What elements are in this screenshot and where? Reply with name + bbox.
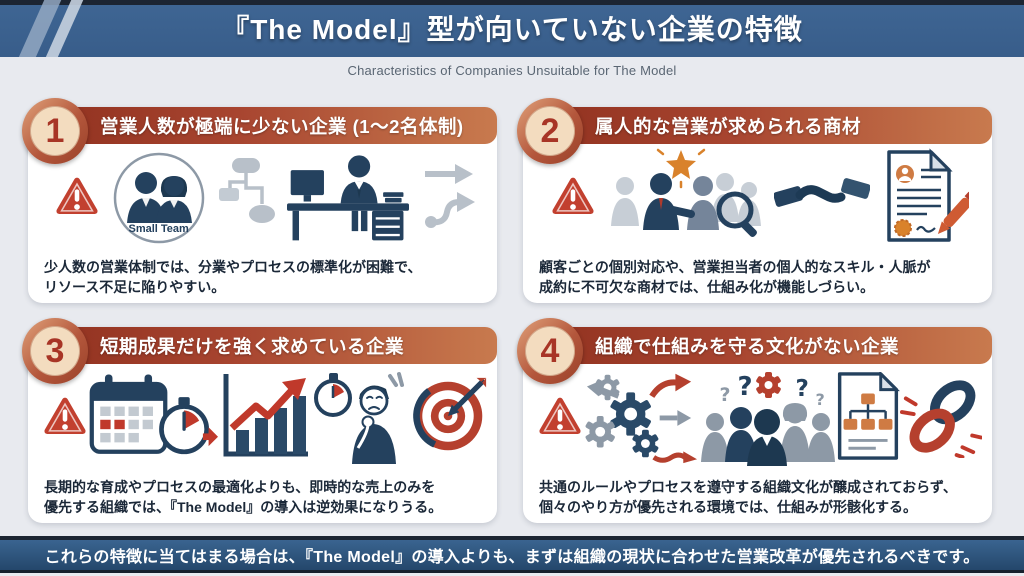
flowchart-icon [217,154,276,243]
footer-banner: これらの特徴に当てはまる場合は、『The Model』の導入よりも、まずは組織の… [0,536,1024,573]
contract-icon [883,147,977,249]
desc-line: 長期的な育成やプロセスの最適化よりも、即時的な売上のみを [44,479,436,495]
desc-line: 個々のやり方が優先される環境では、仕組みが形骸化する。 [539,499,917,516]
warning-icon [550,175,596,222]
growth-chart-icon [218,370,310,467]
footer-top-line [0,536,1024,540]
broken-chain-icon [899,374,983,463]
confused-team-icon: ? ? ? ? [699,370,836,466]
header-banner: 『The Model』型が向いていない企業の特徴 [0,0,1024,57]
card4-title: 組織で仕組みを守る文化がない企業 [523,327,992,364]
small-team-icon: Small Team [112,151,206,245]
card1-number: 1 [30,106,80,156]
card1-number-badge: 1 [22,98,88,164]
card3-description: 長期的な育成やプロセスの最適化よりも、即時的な売上のみを 優先する組織では、『T… [28,474,497,518]
card-short-term-results: 3 短期成果だけを強く求めている企業 [22,318,497,523]
card-no-discipline-culture: 4 組織で仕組みを守る文化がない企業 [517,318,992,523]
card2-number: 2 [525,106,575,156]
footer-conclusion: これらの特徴に当てはまる場合は、『The Model』の導入よりも、まずは組織の… [0,540,1024,573]
card3-illustration [28,364,497,472]
desc-line: 共通のルールやプロセスを遵守する組織文化が醸成されておらず、 [539,479,957,495]
page-subtitle: Characteristics of Companies Unsuitable … [347,63,677,78]
desc-line: 優先する組織では、『The Model』の導入は逆効果になりうる。 [44,499,443,516]
card4-number: 4 [525,326,575,376]
calendar-deadline-icon [88,368,218,469]
cards-grid: 1 営業人数が極端に少ない企業 (1〜2名体制) [22,98,1024,523]
card2-title: 属人的な営業が求められる商材 [523,107,992,144]
card2-description: 顧客ごとの個別対応や、営業担当者の個人的なスキル・人脈が 成約に不可欠な商材では… [523,254,992,298]
process-arrows-icon [421,160,476,237]
page-title: 『The Model』型が向いていない企業の特徴 [221,14,803,45]
card2-illustration [523,144,992,252]
time-pressure-icon [310,368,408,469]
warning-icon [54,175,100,222]
card2-number-badge: 2 [517,98,583,164]
header-top-strip [0,0,1024,5]
question-mark: ? [795,376,809,402]
question-mark: ? [737,372,753,402]
card1-illustration: Small Team [28,144,497,252]
desc-line: 顧客ごとの個別対応や、営業担当者の個人的なスキル・人脈が [539,259,931,275]
gears-chaos-icon [583,368,699,469]
warning-icon [42,395,88,442]
desc-line: 少人数の営業体制では、分業やプロセスの標準化が困難で、 [44,259,422,275]
question-mark: ? [815,390,825,409]
desk-worker-icon [287,150,410,247]
target-icon [408,376,488,461]
desc-line: 成約に不可欠な商材では、仕組み化が機能しづらい。 [539,279,875,296]
card3-number: 3 [30,326,80,376]
card1-title: 営業人数が極端に少ない企業 (1〜2名体制) [28,107,497,144]
card1-description: 少人数の営業体制では、分業やプロセスの標準化が困難で、 リソース不足に陥りやすい… [28,254,497,298]
card-personal-sales: 2 属人的な営業が求められる商材 [517,98,992,303]
warning-icon [537,395,583,442]
star-salesperson-icon [609,148,761,249]
card-few-salespeople: 1 営業人数が極端に少ない企業 (1〜2名体制) [22,98,497,303]
card3-number-badge: 3 [22,318,88,384]
card4-illustration: ? ? ? ? [523,364,992,472]
card4-description: 共通のルールやプロセスを遵守する組織文化が醸成されておらず、 個々のやり方が優先… [523,474,992,518]
org-chart-doc-icon [836,369,900,465]
desc-line: リソース不足に陥りやすい。 [44,279,226,296]
card4-number-badge: 4 [517,318,583,384]
card3-title: 短期成果だけを強く求めている企業 [28,327,497,364]
handshake-icon [773,165,871,232]
question-mark: ? [719,384,731,406]
small-team-label: Small Team [128,223,189,235]
